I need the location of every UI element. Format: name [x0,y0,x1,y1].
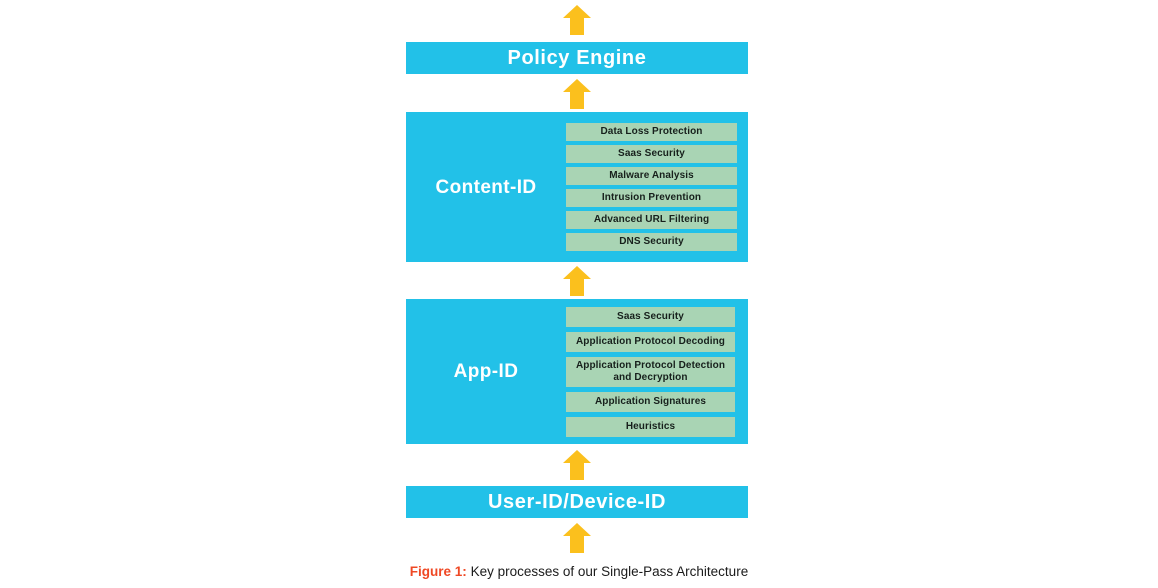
stage-app-id: App-ID Saas Security Application Protoco… [406,299,748,444]
figure-caption-label: Figure 1: [409,564,467,579]
content-id-item-list: Data Loss Protection Saas Security Malwa… [566,112,737,262]
content-id-item: Malware Analysis [566,167,737,185]
app-id-item-list: Saas Security Application Protocol Decod… [566,299,735,444]
app-id-item: Application Protocol Decoding [566,331,735,352]
app-id-item: Heuristics [566,416,735,437]
arrow-up-icon-into-policy-engine [563,5,591,35]
stage-content-id-label: Content-ID [435,176,537,198]
figure-caption: Figure 1: Key processes of our Single-Pa… [0,564,1158,580]
stage-user-id-device-id-label: User-ID/Device-ID [487,491,667,513]
content-id-item: DNS Security [566,233,737,251]
app-id-item: Saas Security [566,306,735,327]
app-id-item: Application Protocol Detection and Decry… [566,356,735,387]
content-id-item: Advanced URL Filtering [566,211,737,229]
content-id-item: Saas Security [566,145,737,163]
app-id-item: Application Signatures [566,391,735,412]
stage-user-id-device-id: User-ID/Device-ID [406,486,748,518]
content-id-item: Data Loss Protection [566,123,737,141]
arrow-up-icon-into-user-id [563,523,591,553]
stage-content-id: Content-ID Data Loss Protection Saas Sec… [406,112,748,262]
arrow-up-icon-user-id-to-app-id [563,450,591,480]
stage-policy-engine: Policy Engine [406,42,748,74]
arrow-up-icon-app-id-to-content-id [563,266,591,296]
stage-policy-engine-label: Policy Engine [507,47,647,69]
content-id-item: Intrusion Prevention [566,189,737,207]
stage-app-id-label: App-ID [453,361,519,382]
figure-caption-body: Key processes of our Single-Pass Archite… [470,564,749,579]
arrow-up-icon-content-id-to-policy-engine [563,79,591,109]
